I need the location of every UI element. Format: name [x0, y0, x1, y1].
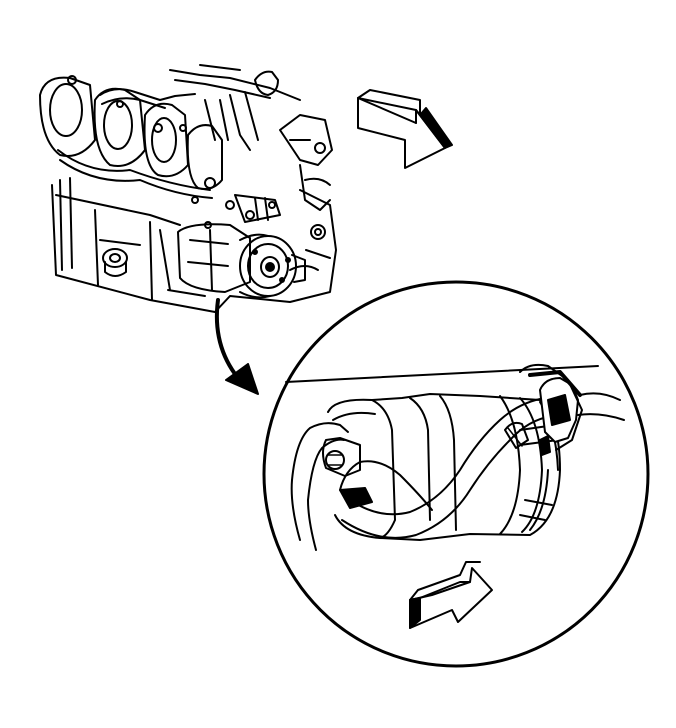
ac-compressor — [177, 223, 306, 299]
view-direction-arrow-lower — [409, 561, 493, 629]
detail-circle — [262, 280, 650, 668]
callout-arrow — [214, 298, 259, 395]
exhaust-manifold — [39, 75, 223, 199]
engine-assembly — [39, 64, 337, 313]
hose-assembly — [290, 363, 625, 551]
compressor-body-detail — [322, 393, 561, 541]
drain-plug — [102, 248, 128, 268]
engine-block — [51, 184, 337, 313]
view-direction-arrow-upper — [357, 89, 453, 169]
